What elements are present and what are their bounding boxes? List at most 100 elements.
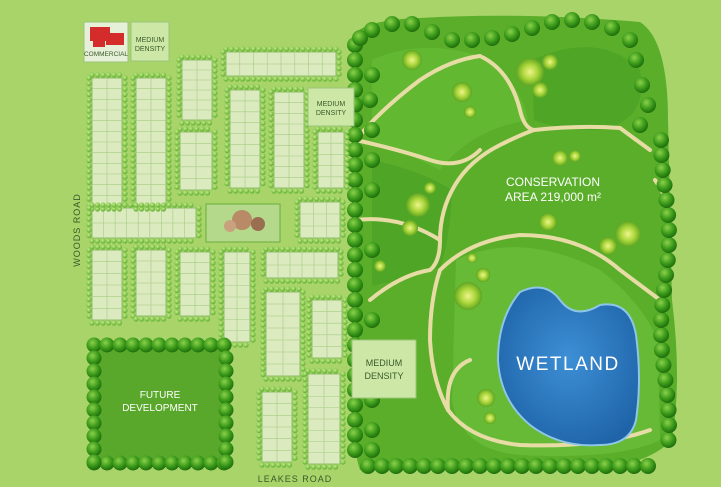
conservation-border-tree — [347, 67, 363, 83]
conservation-border-tree — [347, 427, 363, 443]
street-tree — [220, 54, 226, 61]
street-tree — [312, 145, 318, 152]
street-tree — [127, 238, 134, 244]
street-tree — [260, 371, 266, 378]
street-tree — [300, 289, 306, 295]
street-tree — [196, 232, 202, 239]
street-tree — [86, 232, 92, 239]
street-tree — [138, 238, 145, 244]
medium-density-top-label: DENSITY — [135, 46, 166, 53]
street-tree — [340, 215, 346, 222]
street-tree — [250, 304, 256, 310]
street-tree — [196, 227, 202, 233]
street-tree — [300, 349, 306, 356]
street-tree — [130, 135, 136, 142]
street-tree — [260, 120, 266, 126]
future-border-tree — [86, 350, 102, 366]
conservation-border-tree — [514, 458, 530, 474]
street-tree — [292, 400, 298, 406]
street-tree — [282, 188, 288, 194]
street-tree — [206, 54, 213, 60]
street-tree — [122, 313, 128, 319]
street-tree — [130, 291, 136, 297]
future-border-tree — [99, 455, 115, 471]
street-tree — [263, 286, 269, 292]
future-border-tree — [218, 389, 234, 405]
street-tree — [166, 75, 172, 81]
street-tree — [210, 282, 216, 288]
street-tree — [86, 80, 92, 87]
street-tree — [250, 287, 256, 294]
street-tree — [306, 319, 312, 325]
street-tree — [184, 54, 191, 60]
street-tree — [281, 386, 287, 392]
street-tree — [342, 313, 348, 320]
street-tree — [221, 246, 227, 252]
street-tree — [260, 175, 266, 181]
street-tree — [86, 135, 92, 142]
street-tree — [174, 140, 180, 146]
street-tree — [294, 215, 300, 222]
street-tree — [282, 86, 288, 92]
street-tree — [287, 86, 294, 92]
street-tree — [260, 125, 266, 132]
street-tree — [316, 368, 322, 374]
conservation-border-tree — [612, 458, 628, 474]
street-tree — [336, 60, 342, 66]
conservation-border-tree — [653, 147, 670, 163]
conservation-border-tree — [626, 458, 642, 474]
street-tree — [292, 411, 298, 417]
street-tree — [260, 158, 266, 165]
street-tree — [321, 464, 328, 470]
street-tree — [86, 258, 92, 264]
street-tree — [296, 278, 302, 284]
street-tree — [174, 145, 180, 152]
conservation-border-tree — [364, 122, 380, 138]
street-tree — [86, 163, 92, 169]
conservation-border-tree — [347, 187, 363, 203]
street-tree — [276, 188, 283, 194]
street-tree — [245, 76, 251, 82]
conservation-border-tree — [347, 217, 363, 233]
street-tree — [267, 46, 273, 52]
street-tree — [86, 174, 92, 180]
conservation-border-tree — [659, 252, 676, 268]
street-tree — [122, 75, 128, 81]
street-tree — [176, 68, 182, 74]
street-tree — [305, 368, 311, 374]
street-tree — [292, 427, 298, 434]
street-tree — [188, 190, 194, 196]
street-tree — [122, 86, 128, 92]
conservation-border-tree — [444, 32, 460, 48]
street-tree — [171, 202, 178, 208]
street-tree — [331, 126, 338, 132]
street-tree — [218, 320, 224, 327]
street-tree — [260, 333, 266, 339]
street-tree — [260, 305, 266, 312]
conservation-border-tree — [458, 458, 474, 474]
street-tree — [188, 202, 194, 208]
street-tree — [300, 305, 306, 312]
street-tree — [174, 298, 180, 305]
street-tree — [243, 246, 249, 252]
street-tree — [276, 86, 283, 92]
street-tree — [210, 304, 216, 310]
conservation-border-tree — [653, 327, 670, 343]
street-tree — [130, 280, 136, 286]
street-tree — [174, 309, 180, 316]
street-tree — [166, 157, 172, 164]
conservation-border-tree — [347, 202, 363, 218]
street-tree — [212, 112, 218, 118]
street-tree — [312, 184, 318, 190]
street-tree — [133, 238, 139, 244]
street-tree — [105, 238, 112, 244]
street-tree — [263, 278, 269, 284]
street-tree — [111, 202, 117, 208]
street-tree — [323, 246, 330, 252]
street-tree — [275, 386, 282, 392]
street-tree — [305, 46, 312, 52]
street-tree — [122, 263, 128, 270]
feature-trees — [374, 50, 641, 424]
street-tree — [224, 153, 230, 159]
street-tree — [338, 260, 344, 266]
